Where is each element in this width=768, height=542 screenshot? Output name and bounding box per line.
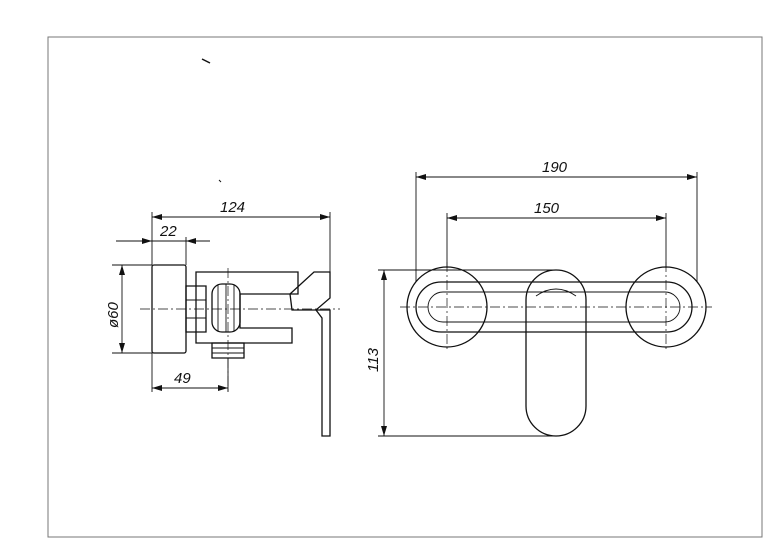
mixer-body bbox=[195, 271, 299, 344]
dim-label-113: 113 bbox=[365, 347, 382, 372]
dim-label-190: 190 bbox=[542, 159, 568, 176]
dim-label-150: 150 bbox=[534, 200, 560, 217]
stray-mark bbox=[201, 58, 211, 64]
dim-label-22: 22 bbox=[159, 223, 177, 240]
front-view: 190 150 113 bbox=[365, 159, 712, 437]
hex-nut bbox=[185, 285, 207, 333]
dim-label-124: 124 bbox=[220, 199, 245, 216]
drawing-frame bbox=[47, 36, 763, 538]
lever-handle bbox=[289, 271, 331, 311]
dim-label-60: ø60 bbox=[105, 301, 122, 328]
dim-label-49: 49 bbox=[174, 370, 191, 387]
stray-mark bbox=[218, 179, 222, 183]
lever-front bbox=[525, 269, 587, 437]
side-view: 124 22 ø60 49 bbox=[105, 199, 340, 437]
cover-plate bbox=[314, 309, 331, 437]
